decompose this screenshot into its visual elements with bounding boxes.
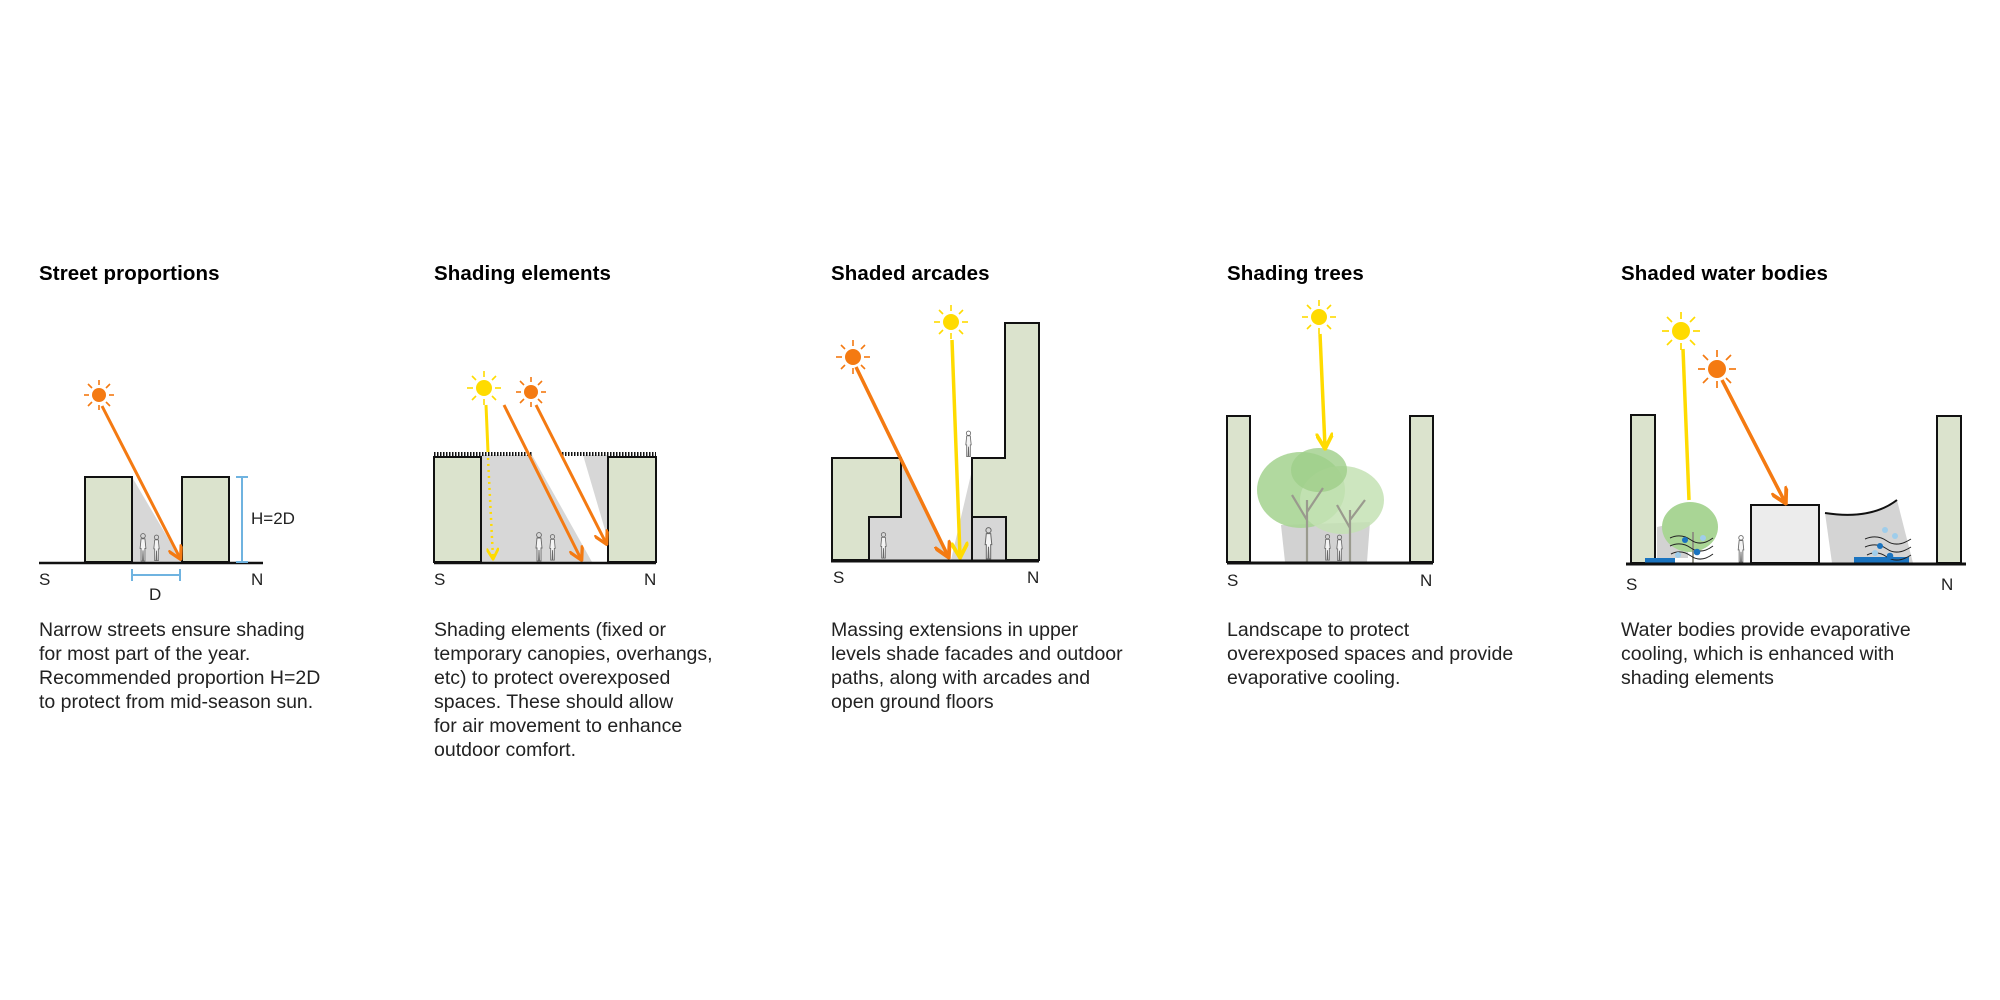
height-dimension-label: H=2D	[251, 509, 295, 528]
panel-shaded-water-bodies: Shaded water bodies	[1621, 0, 2000, 1000]
person-icon	[965, 430, 972, 458]
panel-shaded-arcades: Shaded arcades	[831, 0, 1231, 1000]
street-proportions-diagram: H=2D D S N	[39, 380, 295, 604]
building-south	[1630, 414, 1656, 564]
compass-north: N	[1941, 575, 1953, 594]
compass-south: S	[434, 570, 445, 589]
panel-description: Water bodies provide evaporative cooling…	[1621, 619, 1911, 689]
sun-yellow-icon	[467, 371, 501, 405]
sun-ray-orange-1	[502, 404, 581, 559]
panel-description: Shading elements (fixed or temporary can…	[434, 619, 713, 761]
panel-title: Shaded water bodies	[1621, 262, 1828, 285]
sun-ray-yellow	[950, 339, 960, 556]
panel-title: Street proportions	[39, 262, 220, 285]
sun-orange-icon	[836, 340, 870, 374]
compass-north: N	[1420, 571, 1432, 590]
sun-ray-yellow	[484, 404, 490, 453]
compass-north: N	[251, 570, 263, 589]
central-block	[1750, 504, 1820, 564]
sun-yellow-icon	[1302, 300, 1336, 334]
compass-south: S	[39, 570, 50, 589]
compass-south: S	[1626, 575, 1637, 594]
sun-yellow-icon	[934, 305, 968, 339]
person-icon	[1737, 535, 1745, 563]
compass-south: S	[1227, 571, 1238, 590]
panel-title: Shading trees	[1227, 262, 1364, 285]
panel-street-proportions: Street proportions H=2D D S N Narrow str	[39, 0, 439, 1000]
height-dimension	[236, 476, 248, 563]
compass-north: N	[1027, 568, 1039, 587]
sun-yellow-icon	[1662, 312, 1700, 350]
water-body	[1854, 557, 1909, 564]
building-north	[181, 476, 230, 563]
width-dimension-label: D	[149, 585, 161, 604]
panel-title: Shaded arcades	[831, 262, 990, 285]
panel-shading-elements: Shading elements	[433, 0, 834, 1000]
compass-south: S	[833, 568, 844, 587]
panel-shading-trees: Shading trees S N Landscape to protect o…	[1226, 0, 1627, 1000]
curved-canopy	[1824, 499, 1898, 516]
sun-orange-icon	[84, 380, 114, 410]
sun-orange-icon	[516, 377, 546, 407]
width-dimension	[131, 569, 181, 581]
tree-icon	[1257, 448, 1384, 562]
sun-ray-orange	[854, 366, 948, 556]
building-south	[433, 456, 482, 563]
compass-north: N	[644, 570, 656, 589]
shading-elements-diagram: S N	[433, 371, 657, 589]
panel-title: Shading elements	[434, 262, 612, 285]
building-south	[84, 476, 133, 563]
canopy	[434, 452, 656, 456]
sun-ray-yellow	[1681, 348, 1691, 501]
shaded-water-bodies-diagram: S N	[1626, 312, 1966, 594]
building-north	[971, 322, 1040, 561]
water-body	[1645, 558, 1675, 564]
building-north	[607, 456, 657, 563]
canopy-shadow	[1825, 500, 1913, 563]
sun-ray-arrow	[100, 405, 180, 558]
droplets-icon	[1675, 527, 1898, 560]
sun-ray-yellow	[1320, 333, 1325, 447]
building-north	[1936, 415, 1962, 564]
panel-description: Narrow streets ensure shading for most p…	[39, 619, 321, 713]
shaded-arcades-diagram: S N	[831, 305, 1040, 587]
sun-ray-orange	[1720, 379, 1785, 502]
panel-description: Massing extensions in upper levels shade…	[831, 619, 1123, 713]
shading-trees-diagram: S N	[1226, 300, 1434, 590]
sun-orange-icon	[1698, 350, 1736, 388]
building-south	[1226, 415, 1251, 563]
building-north	[1409, 415, 1434, 563]
sun-gap	[532, 455, 608, 562]
panel-description: Landscape to protect overexposed spaces …	[1227, 619, 1514, 689]
sun-ray-orange-2	[534, 404, 606, 543]
